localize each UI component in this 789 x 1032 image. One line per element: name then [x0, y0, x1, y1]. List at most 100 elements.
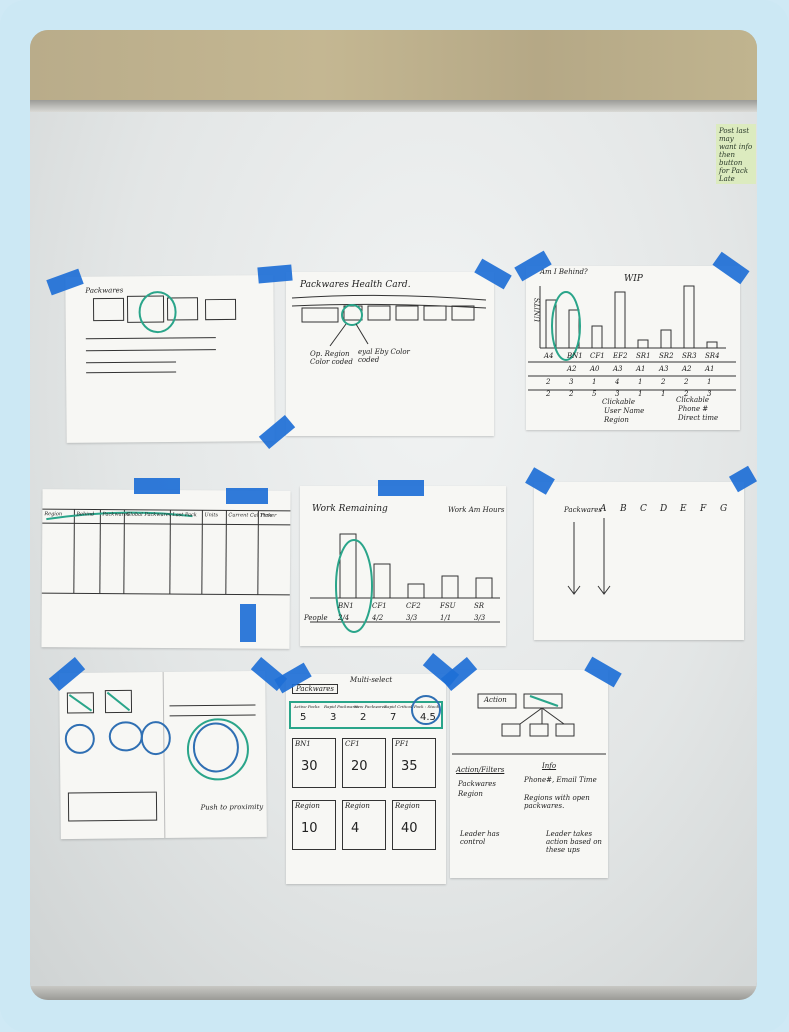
wip-row1-value: 3 [569, 378, 574, 386]
wip-row2-value: 1 [638, 390, 643, 398]
sketch-left-panels: Push to proximity [59, 670, 267, 840]
sketch-table-drawing [41, 508, 291, 596]
tile-label: Pack : Stock [414, 704, 439, 709]
tile-value: 5 [300, 712, 307, 723]
wip-bar [706, 341, 718, 349]
dashboard-card: Region 10 [292, 800, 336, 850]
wip-bar [591, 325, 603, 349]
tape [257, 264, 293, 284]
wip-row2-value: 3 [707, 390, 712, 398]
wip-row-value: A3 [613, 365, 623, 373]
work-bar [339, 533, 357, 599]
sketch-table-header: Behind [76, 511, 95, 518]
tile-label: Active Packs [294, 704, 320, 709]
flow-action-col-title: Action/Filters [456, 766, 505, 774]
work-value-label: 2/4 [338, 614, 350, 622]
tile-value: 3 [330, 712, 337, 723]
wip-column-label: CF1 [590, 352, 605, 360]
whiteboard-rail [30, 100, 757, 112]
wip-row1-value: 1 [707, 378, 712, 386]
arrow-letter: D [660, 504, 668, 514]
wip-row2-value: 5 [592, 390, 597, 398]
wip-units-label: UNITS [534, 297, 543, 323]
sketch-arrows-drawing [567, 518, 611, 595]
tile-label: Rapid Packwares [324, 704, 359, 709]
work-bar [441, 575, 459, 599]
wip-row2-value: 2 [546, 390, 551, 398]
wip-column-label: A4 [544, 352, 554, 360]
sketch-health-card-note-1: Op. Region Color coded [310, 350, 353, 366]
wip-column-label: SR2 [659, 352, 674, 360]
tile-value: 2 [360, 712, 367, 723]
flow-info-note: Leader takes action based on these ups [546, 830, 602, 854]
work-remaining-title: Work Remaining [312, 504, 388, 514]
sketch-dashboard-grid-drawing [289, 695, 443, 729]
arrow-letter: F [700, 504, 707, 514]
sketch-arrows-label: Packwares [564, 506, 602, 514]
dashboard-card-value: 4 [351, 821, 360, 836]
dashboard-card-label: Region [295, 802, 320, 810]
wip-row1-value: 4 [615, 378, 620, 386]
flow-info-item-1: Phone#, Email Time [524, 776, 597, 784]
wip-column-label: SR3 [682, 352, 697, 360]
dashboard-card-label: BN1 [295, 740, 311, 748]
sketch-flow-drawing [452, 693, 606, 755]
wip-bar [660, 329, 672, 349]
wip-row1-value: 2 [684, 378, 689, 386]
wip-clickable-1: Clickable [602, 398, 636, 406]
wip-row-value: A2 [682, 365, 692, 373]
sketch-navigation-drawing [85, 291, 237, 374]
sketch-flow: Action Action/Filters Packwares Region L… [450, 670, 608, 878]
sketch-navigation-label: Packwares [85, 286, 124, 295]
arrow-letter: A [600, 504, 607, 514]
flow-action-box: Action [484, 696, 507, 704]
tape [134, 478, 180, 494]
grid-dropdown: Packwares [292, 684, 338, 694]
wip-question: Am I Behind? [540, 268, 588, 276]
wip-clickable-1-item-2: Region [604, 416, 629, 424]
dashboard-card: BN1 30 [292, 738, 336, 788]
sketch-table-header: Global Packwares [126, 511, 172, 519]
wip-clickable-2: Clickable [676, 396, 710, 404]
tile-value: 7 [390, 712, 397, 723]
sketch-health-card-note-2: eyal Eby Color coded [358, 348, 410, 364]
wip-column-label: SR1 [636, 352, 651, 360]
wip-column-label: BN1 [567, 352, 583, 360]
work-value-label: 4/2 [372, 614, 384, 622]
marker-tray [30, 986, 757, 1000]
work-category-label: CF1 [372, 602, 387, 610]
wip-row1-value: 1 [592, 378, 597, 386]
flow-action-note: Leader has control [460, 830, 500, 846]
tape [378, 480, 424, 496]
whiteboard-photo: Post last may want info then button for … [30, 30, 757, 1000]
sketch-health-card-drawing [291, 294, 487, 347]
dashboard-card-label: PF1 [395, 740, 410, 748]
work-remaining-legend: Work Am Hours [448, 506, 505, 514]
wip-row2-value: 3 [615, 390, 620, 398]
dashboard-card-value: 10 [301, 821, 318, 836]
wip-column-label: EF2 [613, 352, 628, 360]
dashboard-card-label: CF1 [345, 740, 360, 748]
arrow-letter: E [680, 504, 687, 514]
work-bar [475, 577, 493, 599]
sketch-left-note: Push to proximity [200, 802, 264, 812]
wip-row2-value: 1 [661, 390, 666, 398]
sketch-left-panels-drawing [64, 671, 256, 838]
work-bar [373, 563, 391, 599]
flow-action-item-2: Region [458, 790, 483, 798]
wip-bar [637, 339, 649, 349]
work-value-label: 1/1 [440, 614, 452, 622]
sketch-table-header: Last Pack [172, 512, 197, 519]
sketch-navigation: Packwares [65, 275, 275, 443]
work-value-label: 3/3 [474, 614, 486, 622]
wip-row1-value: 2 [546, 378, 551, 386]
wip-row2-value: 2 [684, 390, 689, 398]
flow-info-col-title: Info [542, 762, 557, 770]
work-remaining-row-label: People [304, 614, 328, 622]
arrow-letter: B [620, 504, 627, 514]
dashboard-card-value: 30 [301, 759, 318, 774]
